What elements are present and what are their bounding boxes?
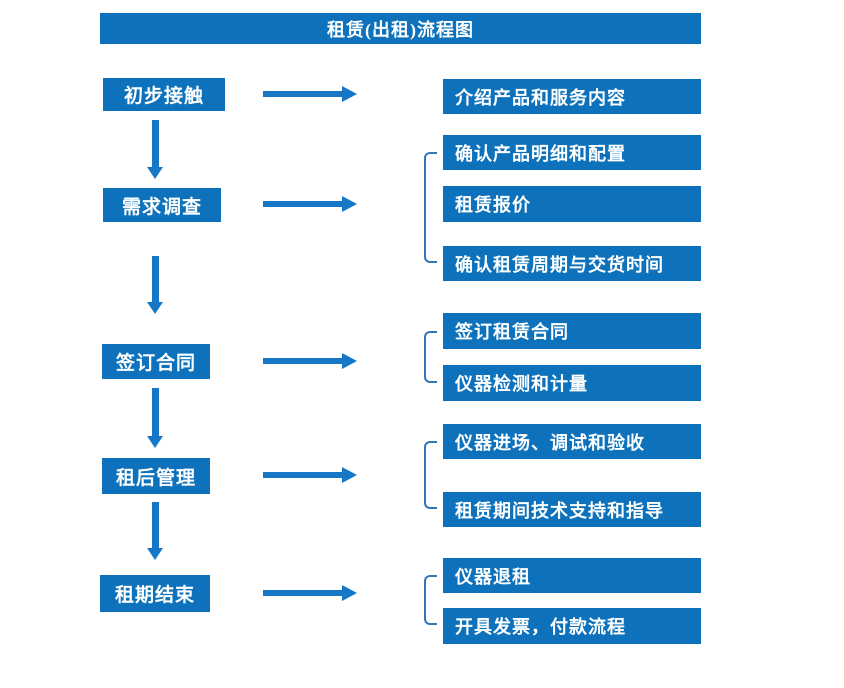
right-arrow-icon [263, 196, 357, 213]
arrow-head [342, 585, 357, 601]
down-arrow-icon [147, 388, 164, 448]
stage-sign-contract: 签订合同 [102, 344, 210, 379]
group-bracket [424, 441, 437, 509]
stage-label: 需求调查 [121, 196, 202, 218]
stage-demand-survey: 需求调查 [103, 188, 221, 222]
group-bracket [424, 331, 437, 383]
right-arrow-icon [263, 86, 357, 103]
title-bar: 租赁(出租)流程图 [100, 13, 701, 44]
arrow-shaft [152, 388, 159, 436]
right-arrow-icon [263, 467, 357, 484]
arrow-head [342, 196, 357, 212]
arrow-head [147, 548, 163, 560]
group-bracket [424, 152, 437, 263]
group-bracket [424, 575, 437, 625]
step-label: 签订租赁合同 [455, 322, 569, 342]
step-label: 租赁期间技术支持和指导 [455, 500, 664, 521]
step-confirm-product-details: 确认产品明细和配置 [443, 135, 701, 170]
arrow-shaft [152, 256, 159, 302]
arrow-shaft [152, 502, 159, 548]
arrow-shaft [263, 358, 342, 364]
arrow-head [147, 302, 163, 314]
arrow-head [147, 436, 163, 448]
arrow-head [342, 353, 357, 369]
step-label: 开具发票，付款流程 [455, 617, 626, 637]
step-label: 仪器检测和计量 [455, 374, 588, 394]
stage-label: 初步接触 [123, 86, 204, 107]
right-arrow-icon [263, 353, 357, 370]
page-title: 租赁(出租)流程图 [327, 19, 474, 40]
step-label: 仪器退租 [455, 566, 531, 587]
step-label: 租赁报价 [455, 195, 531, 215]
right-arrow-icon [263, 585, 357, 602]
stage-post-rental-management: 租后管理 [102, 458, 210, 494]
stage-label: 租期结束 [114, 585, 195, 606]
down-arrow-icon [147, 120, 164, 179]
step-instrument-entry-acceptance: 仪器进场、调试和验收 [443, 424, 701, 459]
down-arrow-icon [147, 256, 164, 314]
step-technical-support: 租赁期间技术支持和指导 [443, 492, 701, 527]
arrow-shaft [263, 472, 342, 478]
step-sign-rental-contract: 签订租赁合同 [443, 313, 701, 349]
step-label: 确认产品明细和配置 [455, 143, 626, 164]
step-invoice-payment: 开具发票，付款流程 [443, 608, 701, 644]
stage-label: 签订合同 [115, 353, 196, 374]
step-label: 确认租赁周期与交货时间 [455, 254, 664, 275]
step-introduce-products: 介绍产品和服务内容 [443, 79, 701, 114]
step-confirm-rental-period: 确认租赁周期与交货时间 [443, 246, 701, 281]
arrow-head [147, 167, 163, 179]
stage-label: 租后管理 [115, 467, 196, 489]
step-rental-quotation: 租赁报价 [443, 186, 701, 222]
stage-initial-contact: 初步接触 [103, 78, 225, 111]
down-arrow-icon [147, 502, 164, 560]
step-instrument-return: 仪器退租 [443, 558, 701, 593]
arrow-shaft [152, 120, 159, 167]
step-instrument-testing: 仪器检测和计量 [443, 365, 701, 401]
arrow-shaft [263, 201, 342, 207]
step-label: 介绍产品和服务内容 [455, 87, 626, 108]
arrow-head [342, 86, 357, 102]
arrow-head [342, 467, 357, 483]
stage-rental-end: 租期结束 [100, 575, 210, 612]
arrow-shaft [263, 590, 342, 596]
arrow-shaft [263, 91, 342, 97]
step-label: 仪器进场、调试和验收 [455, 432, 645, 453]
